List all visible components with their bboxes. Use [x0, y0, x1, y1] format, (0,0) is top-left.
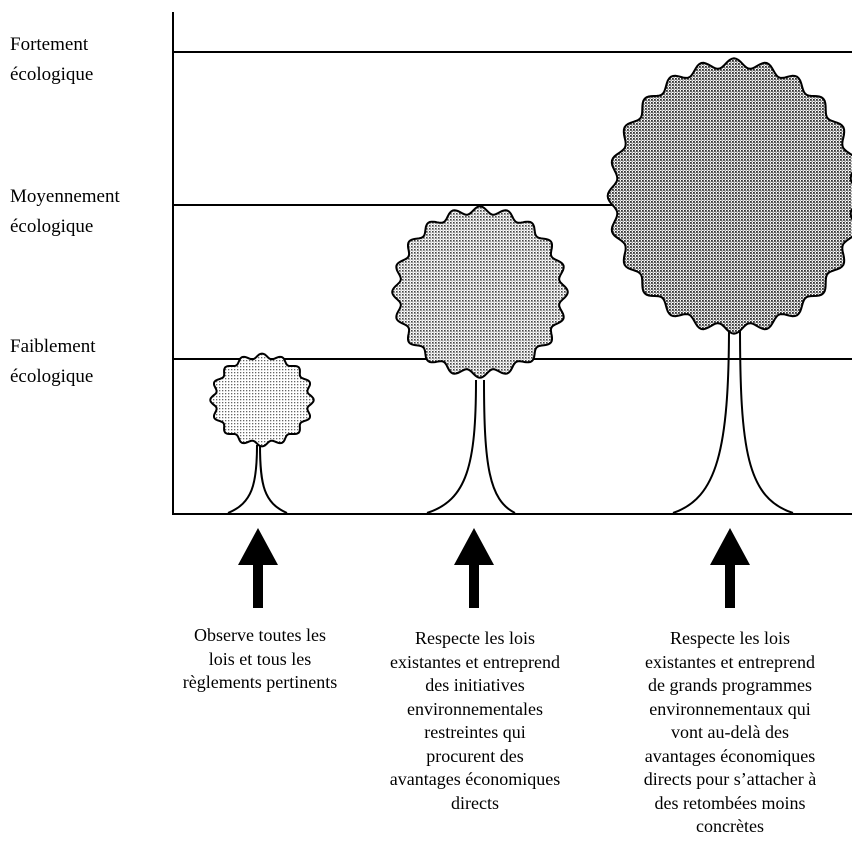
level-low-line2: écologique: [10, 366, 93, 387]
caption-low-level: Observe toutes les lois et tous les règl…: [182, 625, 338, 692]
arrow-up-icon: [238, 528, 278, 608]
tree-small-trunk: [227, 444, 288, 514]
caption-high-level: Respecte les lois existantes et entrepre…: [643, 628, 817, 836]
level-medium-line2: écologique: [10, 216, 93, 237]
level-label-high: Fortement écologique: [10, 34, 93, 85]
tree-small: [209, 352, 315, 514]
level-high-line2: écologique: [10, 64, 93, 85]
level-label-low: Faiblement écologique: [10, 336, 100, 387]
arrow-up-icon: [454, 528, 494, 608]
tree-medium: [391, 205, 569, 514]
level-medium-line1: Moyennement: [10, 186, 120, 207]
tree-large-trunk: [672, 324, 794, 514]
tree-medium-crown: [391, 205, 569, 379]
arrow-up-icon: [710, 528, 750, 608]
tree-medium-trunk: [426, 379, 516, 514]
level-high-line1: Fortement: [10, 34, 89, 55]
level-label-medium: Moyennement écologique: [10, 186, 125, 237]
caption-medium-level: Respecte les lois existantes et entrepre…: [389, 628, 561, 813]
tree-small-crown: [209, 352, 315, 448]
level-low-line1: Faiblement: [10, 336, 96, 357]
tree-large-crown: [606, 57, 852, 335]
tree-large: [606, 57, 852, 514]
